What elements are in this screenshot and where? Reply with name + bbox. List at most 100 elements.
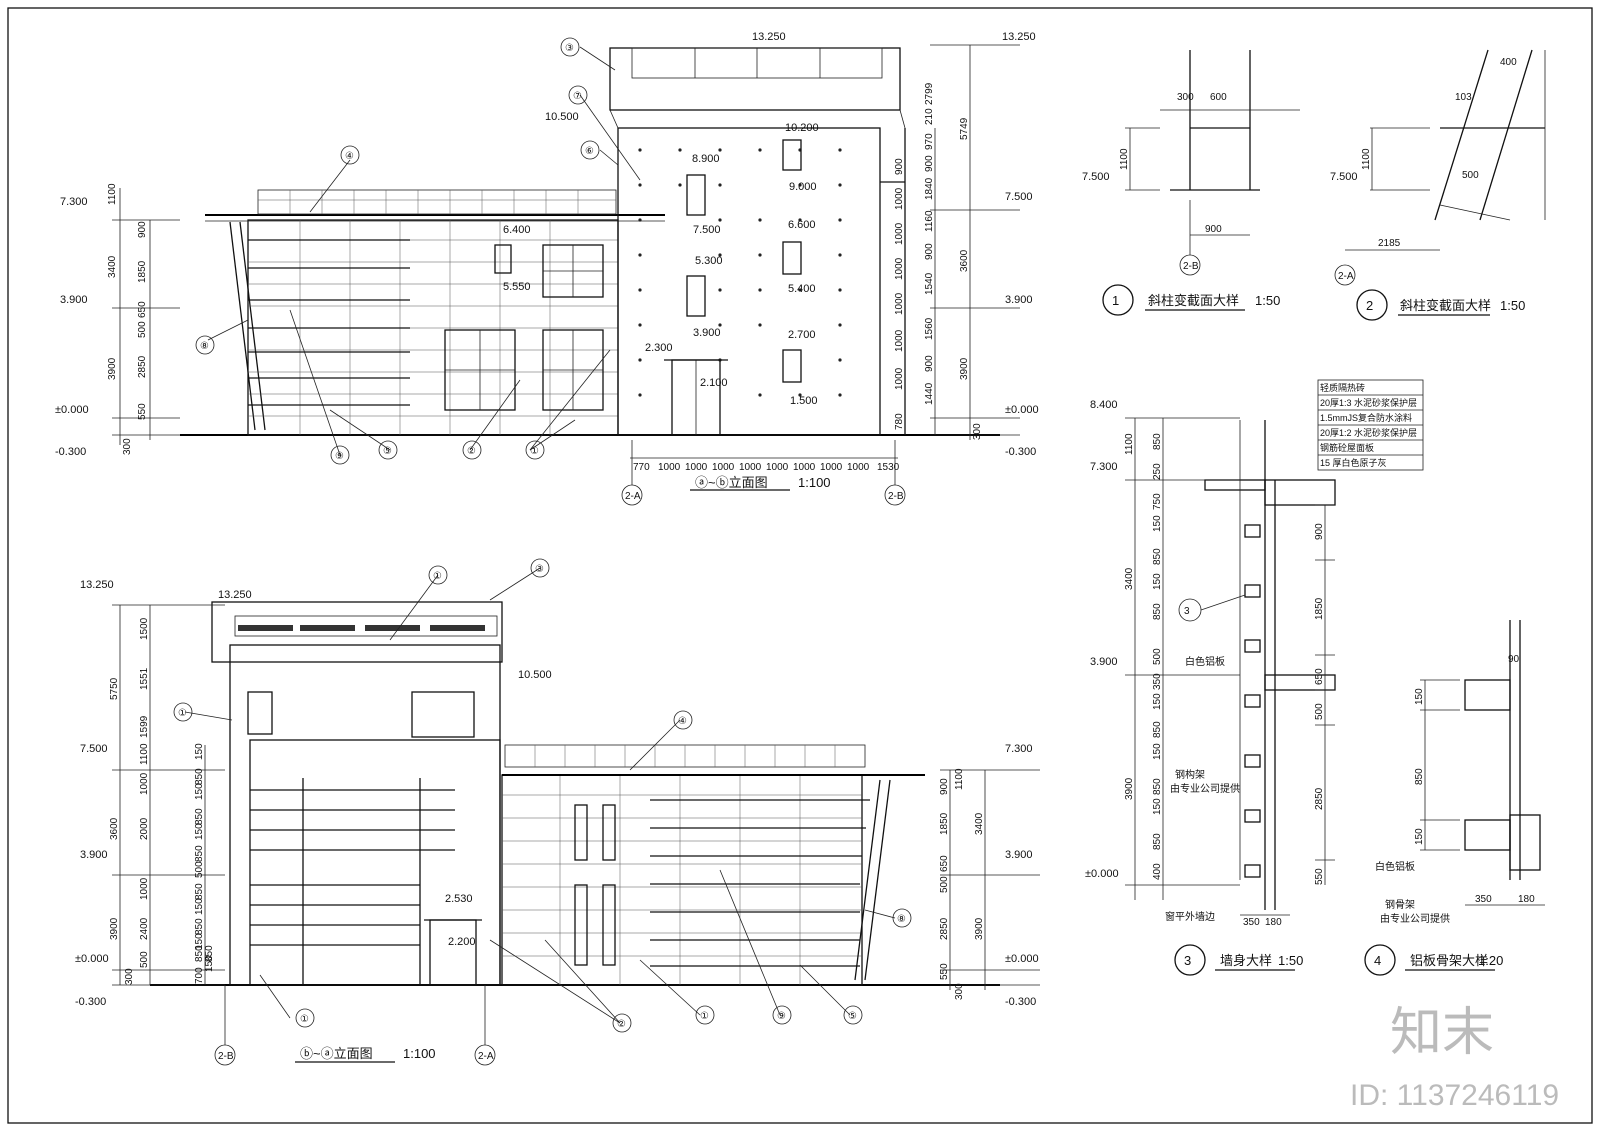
svg-text:300: 300 (954, 983, 965, 1000)
svg-text:1000: 1000 (894, 257, 905, 280)
svg-text:500: 500 (1462, 170, 1479, 181)
svg-text:由专业公司提供: 由专业公司提供 (1380, 912, 1450, 925)
elev2-dims-left-a: 1500 1551 1599 1100 1000 2000 1000 2400 … (124, 617, 150, 985)
svg-text:④: ④ (345, 151, 354, 162)
svg-text:1440: 1440 (924, 382, 935, 405)
svg-text:850: 850 (1152, 548, 1163, 565)
low-block-wall (501, 774, 863, 986)
elev-mark: 2.530 (445, 893, 473, 905)
svg-text:150: 150 (194, 743, 205, 760)
detail1-scale: 1:50 (1255, 293, 1280, 308)
window (574, 804, 588, 861)
axis-bubble (214, 1044, 236, 1066)
detail2-number: 2 (1366, 298, 1373, 313)
svg-text:850: 850 (1414, 768, 1425, 785)
elev-mark: 9.000 (789, 181, 817, 193)
svg-text:1530: 1530 (877, 462, 900, 473)
svg-text:①: ① (700, 1011, 709, 1022)
svg-text:850: 850 (1152, 833, 1163, 850)
callout-markers (173, 558, 912, 1033)
elevation-2 (112, 558, 1040, 1066)
svg-text:550: 550 (137, 403, 148, 420)
elev1-dims-right-a: 2799 210 970 900 1840 900 1160 1000 900 … (894, 82, 935, 430)
elev-mark: 2.700 (788, 329, 816, 341)
svg-text:3600: 3600 (959, 249, 970, 272)
svg-text:150: 150 (1152, 693, 1163, 710)
elev-mark: 1.500 (790, 395, 818, 407)
svg-text:850: 850 (194, 768, 205, 785)
svg-text:3: 3 (1184, 606, 1190, 617)
window (247, 691, 273, 735)
svg-text:350: 350 (1475, 894, 1492, 905)
level: 13.250 (1002, 31, 1036, 43)
svg-text:钢骨架: 钢骨架 (1385, 898, 1415, 911)
roof-layer-notes: 轻质隔热砖 20厚1:3 水泥砂浆保护层 1.5mmJS复合防水涂料 20厚1:… (1320, 382, 1417, 468)
window (686, 174, 706, 216)
level: ±0.000 (1005, 404, 1039, 416)
elev2-dims-left-c: 150 850 150 850 150 850 500 850 150 850 … (194, 743, 215, 984)
svg-text:④: ④ (678, 716, 687, 727)
svg-text:1540: 1540 (924, 272, 935, 295)
svg-text:850: 850 (194, 883, 205, 900)
svg-text:850: 850 (1152, 721, 1163, 738)
svg-text:150: 150 (1152, 798, 1163, 815)
level: 3.900 (60, 294, 88, 306)
svg-text:1.5mmJS复合防水涂料: 1.5mmJS复合防水涂料 (1320, 412, 1412, 423)
elev1-axis-left: 2-A (625, 491, 641, 502)
elev2-title: ⓑ~ⓐ立面图 (300, 1046, 373, 1061)
tall-block-wall (229, 644, 501, 986)
level: -0.300 (1005, 446, 1036, 458)
svg-text:1100: 1100 (1124, 433, 1135, 455)
detail-1 (1102, 50, 1300, 316)
svg-text:900: 900 (137, 221, 148, 238)
svg-text:650: 650 (137, 301, 148, 318)
svg-text:5749: 5749 (959, 117, 970, 140)
detail2-scale: 1:50 (1500, 298, 1525, 313)
svg-text:①: ① (433, 571, 442, 582)
sheet-border (7, 7, 1593, 1124)
elev1-dims-bottom: 770 1000 1000 1000 1000 1000 1000 1000 1… (633, 462, 900, 473)
svg-text:3400: 3400 (107, 255, 118, 278)
svg-text:2850: 2850 (939, 917, 950, 940)
svg-text:1000: 1000 (894, 187, 905, 210)
svg-text:1850: 1850 (137, 260, 148, 283)
tall-block-wall (617, 127, 881, 436)
detail2-axis: 2-A (1338, 271, 1354, 282)
svg-text:150: 150 (194, 898, 205, 915)
roof-railing (257, 189, 617, 215)
svg-text:103: 103 (1455, 92, 1472, 103)
svg-text:③: ③ (565, 43, 574, 54)
level: ±0.000 (1005, 953, 1039, 965)
svg-text:1000: 1000 (894, 222, 905, 245)
svg-text:2850: 2850 (1314, 787, 1325, 810)
elev2-dims-right: 1100 900 3400 1850 650 500 3900 2850 550… (939, 768, 985, 1000)
svg-text:钢筋砼屋面板: 钢筋砼屋面板 (1320, 442, 1374, 453)
axis-bubble (1334, 264, 1356, 286)
slanted-column (854, 779, 881, 981)
elev1-title: ⓐ~ⓑ立面图 (695, 475, 768, 490)
svg-text:2850: 2850 (137, 355, 148, 378)
detail3-title: 墙身大样 (1220, 953, 1272, 968)
svg-text:由专业公司提供: 由专业公司提供 (1170, 782, 1240, 795)
svg-text:白色铝板: 白色铝板 (1375, 860, 1415, 873)
svg-text:300: 300 (122, 438, 133, 455)
svg-text:650: 650 (939, 855, 950, 872)
level: -0.300 (75, 996, 106, 1008)
slanted-column (229, 221, 256, 431)
svg-text:210: 210 (924, 108, 935, 125)
elev1-callout-numbers: ④ ③ ⑦ ⑥ ⑧ ⑨ ⑤ ② ① (200, 43, 594, 462)
svg-text:⑦: ⑦ (573, 91, 582, 102)
elev-mark: 13.250 (218, 589, 252, 601)
level: 7.300 (1005, 743, 1033, 755)
svg-text:①: ① (300, 1014, 309, 1025)
detail4-scale: 1:20 (1478, 953, 1503, 968)
svg-text:1100: 1100 (107, 183, 118, 205)
window (602, 884, 616, 966)
svg-text:1000: 1000 (820, 462, 843, 473)
svg-text:1100: 1100 (1361, 148, 1372, 170)
elev2-axis-right: 2-A (478, 1051, 494, 1062)
window (602, 804, 616, 861)
svg-text:1000: 1000 (793, 462, 816, 473)
svg-text:550: 550 (939, 963, 950, 980)
